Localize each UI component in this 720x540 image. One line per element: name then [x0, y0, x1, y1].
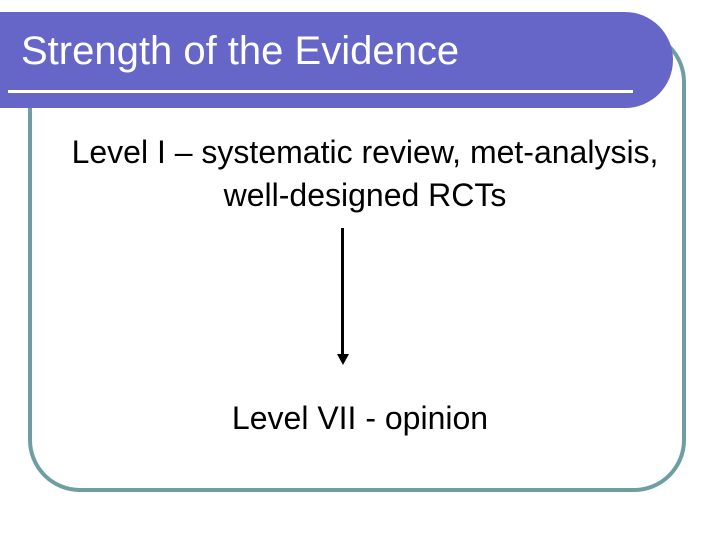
- slide-title: Strength of the Evidence: [21, 29, 460, 73]
- down-arrow-shaft: [341, 228, 344, 356]
- body-text-line2: well-designed RCTs: [223, 177, 507, 213]
- down-arrow-head: [337, 354, 349, 365]
- bottom-text: Level VII - opinion: [231, 400, 489, 436]
- body-text-line1: Level I – systematic review, met-analysi…: [71, 134, 659, 170]
- body-text: Level I – systematic review, met-analysi…: [40, 131, 690, 217]
- title-underline: [8, 90, 633, 93]
